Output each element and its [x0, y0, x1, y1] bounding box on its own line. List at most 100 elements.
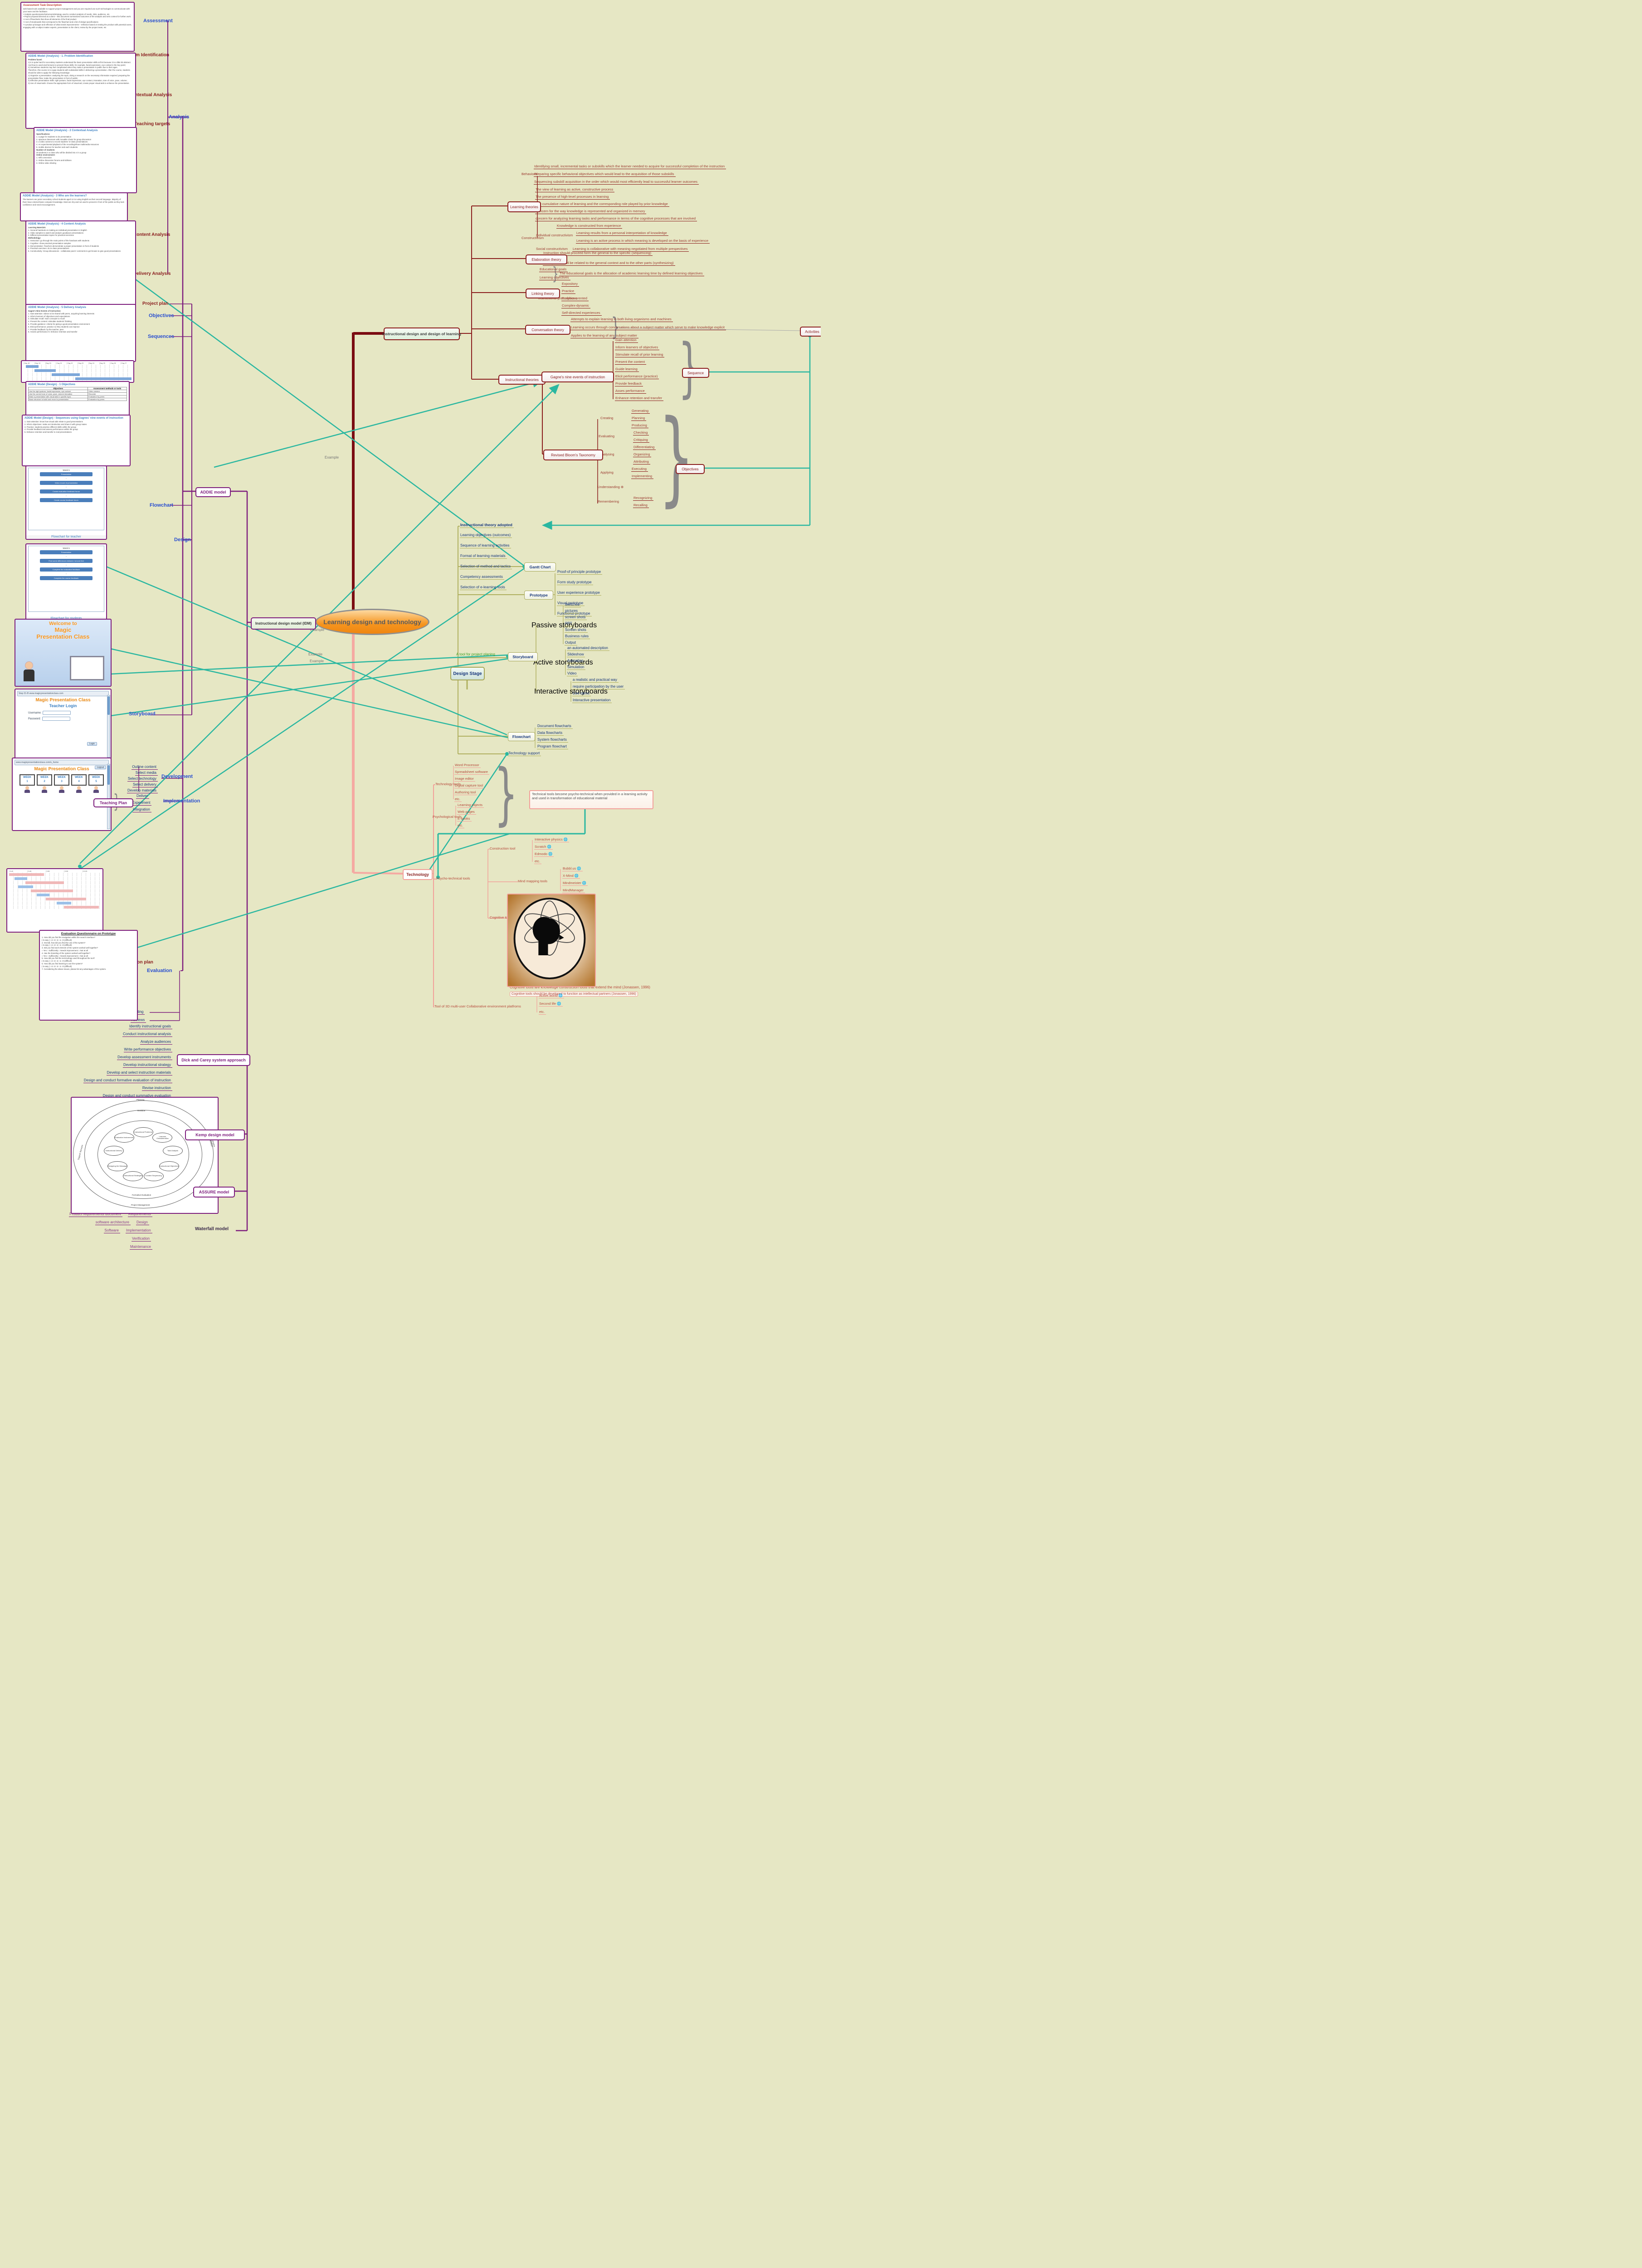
label-evaluation[interactable]: Evaluation: [147, 968, 172, 973]
item-active-3[interactable]: Animation: [567, 659, 585, 664]
label-constructivism[interactable]: Constructivism: [521, 236, 544, 240]
login-button[interactable]: Login: [87, 742, 97, 746]
item-active-1[interactable]: an automated description: [567, 646, 609, 651]
item-passive-4[interactable]: PPT: [565, 621, 574, 626]
doc-problem-identification[interactable]: ADDIE Model (Analysis) - 1. Problem Iden…: [25, 53, 136, 129]
item-dc-4[interactable]: Write performance objectives: [123, 1047, 172, 1052]
item-behavioral-1[interactable]: Identifying small, incremental tasks or …: [534, 164, 726, 169]
item-prototype-3[interactable]: User experience prototype: [557, 591, 601, 596]
item-passive-6[interactable]: Business rules: [565, 634, 590, 639]
password-field[interactable]: [42, 717, 71, 721]
item-competency-assessments[interactable]: Competency assessments: [460, 575, 504, 580]
item-active-5[interactable]: Video: [567, 671, 578, 676]
week-board-2[interactable]: WEEK 2: [37, 774, 52, 786]
item-selection-elearning-tools[interactable]: Selection of e-learning tools: [460, 585, 507, 590]
label-passive-storyboards[interactable]: Passive storyboards: [531, 621, 597, 629]
item-interactive-2[interactable]: require participation by the user: [572, 684, 625, 689]
item-dc-6[interactable]: Develop instructional strategy: [123, 1063, 172, 1068]
item-prototype-4[interactable]: Visual prototype: [557, 601, 585, 606]
item-cognitivism-2[interactable]: The presence of high-level processes in …: [535, 195, 610, 200]
item-prescription-4[interactable]: Complex-dynamic: [561, 303, 591, 308]
item-dc-3[interactable]: Analyze audiences: [140, 1040, 172, 1045]
item-cognitivism-1[interactable]: The view of learning as active, construc…: [535, 187, 615, 192]
item-techtool-3[interactable]: Image editor: [454, 777, 475, 782]
label-interactive-storyboards[interactable]: Interactive storyboards: [534, 688, 608, 695]
item-behavioral-2[interactable]: Preparing specific behavioral objectives…: [534, 172, 676, 177]
item-techtool-4[interactable]: Digital capture tool: [454, 783, 485, 788]
item-conversation-2[interactable]: Learning occurs through conversations ab…: [570, 325, 726, 330]
week-board-3[interactable]: WEEK 3: [54, 774, 69, 786]
node-teaching-plan[interactable]: Teaching Plan: [93, 798, 133, 807]
item-gagne-6[interactable]: Elicit performance (practice): [615, 374, 659, 379]
label-storyboard-left[interactable]: Storyboard: [129, 711, 156, 717]
label-psycho-technical-tools[interactable]: Psycho-technical tools: [436, 876, 470, 880]
item-cognitivism-4[interactable]: Concern for the way knowledge is represe…: [535, 209, 647, 214]
label-individual-constructivism[interactable]: Individual constructivism: [536, 233, 573, 237]
item-gagne-7[interactable]: Provide feedback: [615, 381, 643, 386]
item-bloom-critiquing[interactable]: Critiquing: [633, 438, 649, 443]
item-dc-5[interactable]: Develop assessment instruments: [117, 1055, 172, 1060]
label-problem-identification[interactable]: Problem Identification: [122, 53, 170, 58]
item-learning-objectives[interactable]: Learning objectives: [539, 275, 570, 280]
item-prescription-1[interactable]: Expository: [561, 282, 580, 287]
item-wf-software[interactable]: Software: [104, 1228, 120, 1233]
item-dev-4[interactable]: Select delivery: [132, 782, 158, 787]
item-dev-2[interactable]: Select media: [135, 771, 158, 776]
label-implementation[interactable]: Implementation: [163, 798, 200, 804]
doc-content-analysis[interactable]: ADDIE Model (Analysis) - 4 Content Analy…: [25, 220, 136, 307]
label-development[interactable]: Development: [161, 774, 193, 779]
item-prescription-3[interactable]: Problem-orented: [561, 296, 589, 301]
node-kemp[interactable]: Kemp design model: [185, 1129, 245, 1140]
item-selection-method-tactics[interactable]: Selection of method and tactics: [460, 564, 512, 569]
item-gagne-2[interactable]: Inform learners of objectives: [615, 345, 660, 350]
label-assessment[interactable]: Assessment: [143, 18, 173, 24]
item-elaboration-2[interactable]: Each part should be related to the gener…: [543, 261, 675, 266]
username-field[interactable]: [43, 711, 71, 715]
item-individual-2[interactable]: Learning is an active process in which m…: [576, 239, 710, 244]
note-psycho-technical[interactable]: Technical tools become psycho-technical …: [529, 790, 653, 809]
item-bloom-producing[interactable]: Producing: [631, 423, 648, 428]
item-bloom-organizing[interactable]: Organizing: [633, 452, 652, 457]
item-flowchart-1[interactable]: Document flowcharts: [537, 724, 573, 729]
week-board-4[interactable]: WEEK 4: [71, 774, 87, 786]
item-prescription-2[interactable]: Practice: [561, 289, 576, 294]
item-edu-goals-note[interactable]: The educational goals is the allocation …: [559, 271, 704, 276]
item-cognitivism-5[interactable]: concern for analyzing learning tasks and…: [535, 216, 697, 221]
item-behavioral-3[interactable]: Sequencing subskill acquisition in the o…: [534, 180, 699, 185]
item-psych-1[interactable]: Learning objects: [457, 803, 484, 808]
label-social-constructivism[interactable]: Social constructivism: [536, 247, 568, 251]
item-prototype-1[interactable]: Proof-of principle prototype: [557, 570, 603, 575]
label-understanding[interactable]: Understanding ⊕: [598, 485, 624, 489]
item-technology-support[interactable]: Technology support: [508, 751, 541, 756]
doc-teacher-login-url-bar[interactable]: Step 01-B www.magicpresentationclass.com: [17, 691, 109, 696]
item-3d-1[interactable]: Active world 🌐: [539, 993, 564, 998]
item-bloom-executing[interactable]: Executing: [631, 467, 648, 472]
label-cognitive-tool[interactable]: Cognitive tool: [490, 915, 511, 919]
item-reviews[interactable]: Reviews: [131, 1018, 146, 1023]
doc-sequences[interactable]: ADDIE Model (Design) - Sequences using G…: [22, 415, 131, 466]
item-wf-design[interactable]: Design: [136, 1220, 149, 1225]
item-prototype-2[interactable]: Form study prototype: [557, 580, 593, 585]
node-activities[interactable]: Activities: [800, 327, 821, 337]
central-topic[interactable]: Learning design and technology: [315, 609, 429, 635]
item-psych-2[interactable]: Web pages: [457, 810, 476, 815]
node-dick-carey[interactable]: Dick and Carey system approach: [177, 1054, 250, 1066]
doc-student-home-url-bar[interactable]: www.magicpresentationclass.com/s_home: [15, 760, 109, 765]
item-mindmap-4[interactable]: MindManager: [562, 888, 585, 893]
item-bloom-planning[interactable]: Planning: [631, 416, 647, 421]
scrollbar[interactable]: [107, 695, 110, 758]
item-techtool-5[interactable]: Authoring tool: [454, 790, 477, 795]
item-passive-7[interactable]: Output: [565, 640, 578, 645]
item-passive-3[interactable]: screen shots: [565, 615, 587, 620]
item-dc-8[interactable]: Design and conduct formative evaluation …: [83, 1078, 172, 1083]
item-bloom-recalling[interactable]: Recalling: [633, 503, 649, 508]
label-technology-tools[interactable]: Technology tools: [435, 782, 461, 786]
item-interactive-3[interactable]: Live demo: [572, 691, 591, 696]
logout-button[interactable]: Logout: [94, 766, 106, 769]
item-prescription-5[interactable]: Self-directed experiences: [561, 311, 602, 316]
item-interactive-1[interactable]: a realistic and practical way: [572, 678, 619, 683]
node-elaboration-theory[interactable]: Elaboration theory: [526, 254, 567, 264]
